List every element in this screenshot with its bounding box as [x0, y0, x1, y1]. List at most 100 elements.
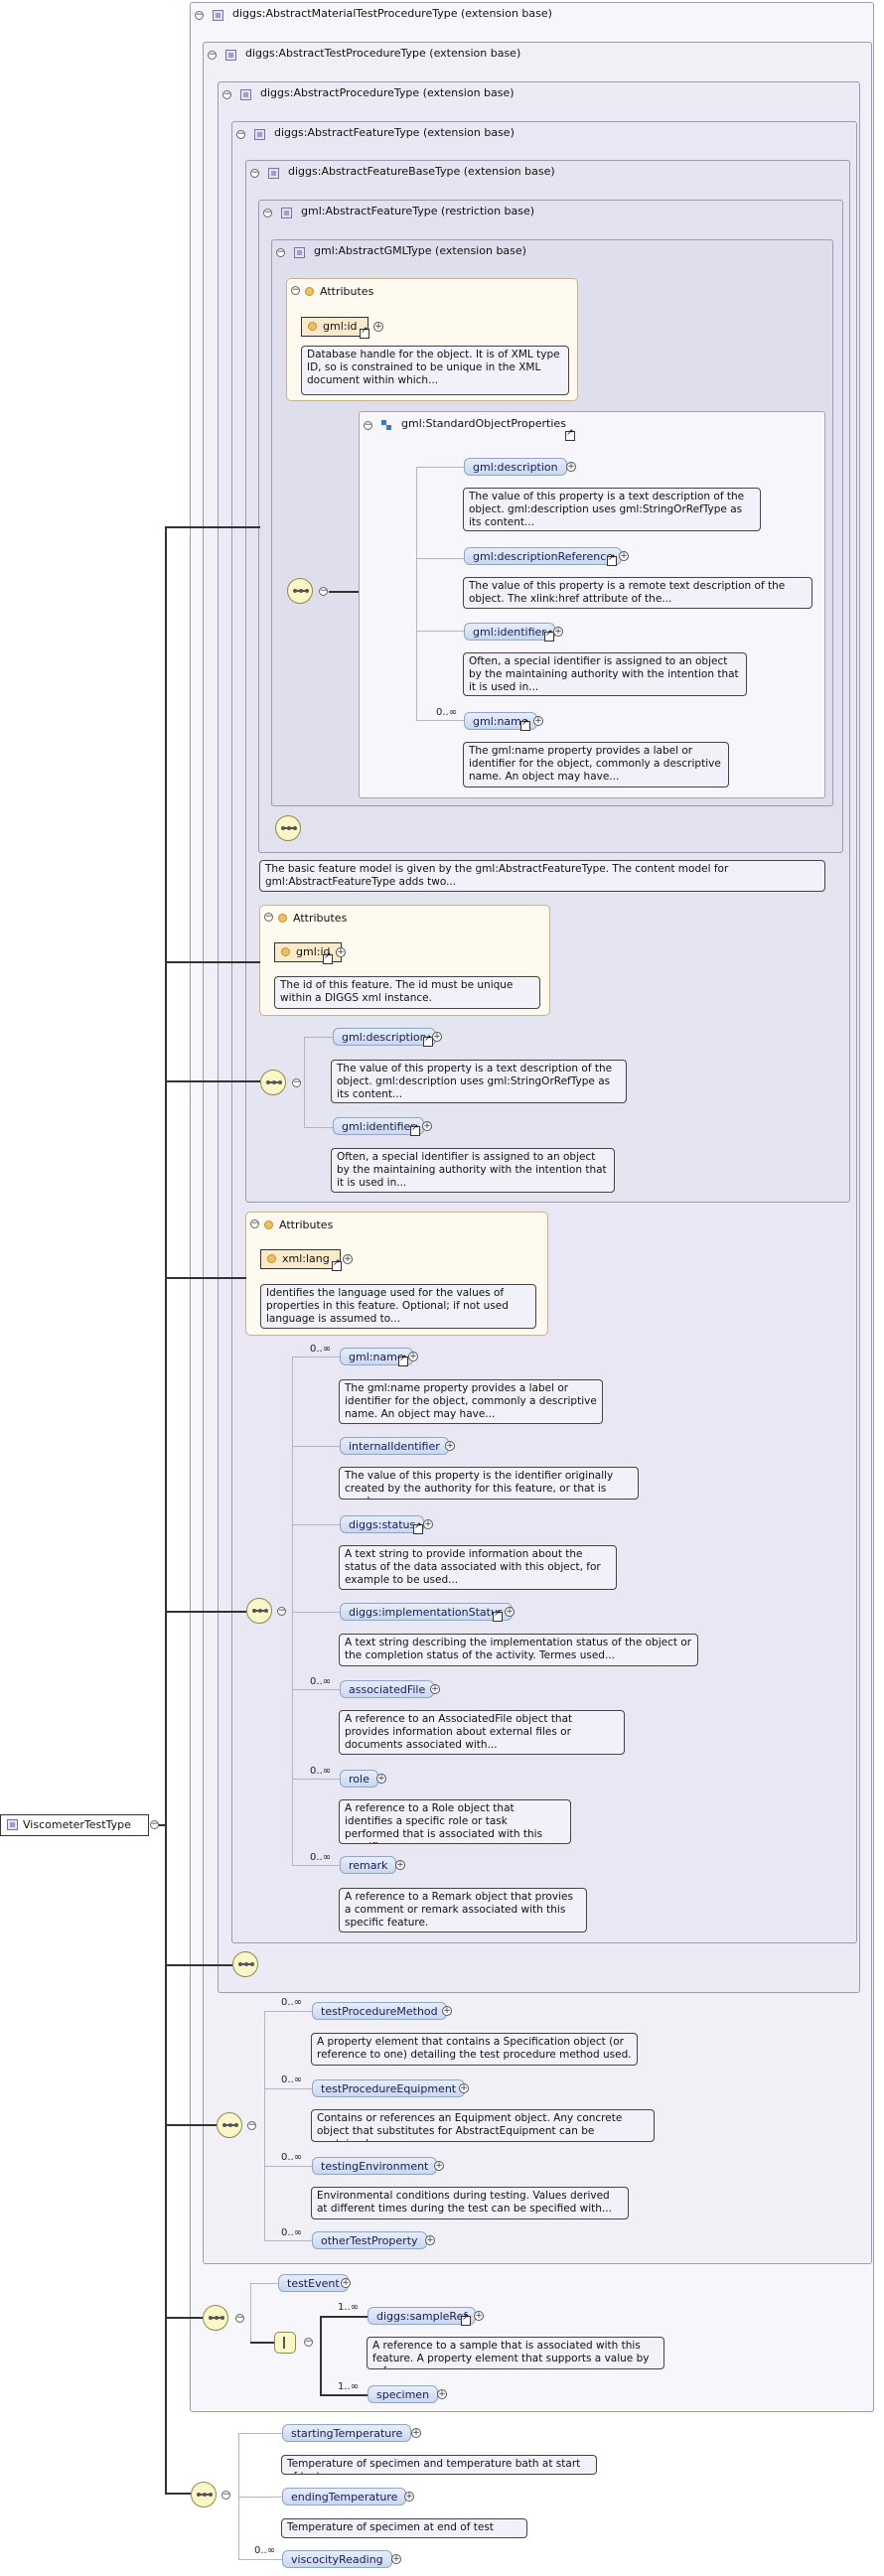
- element-testing-environment[interactable]: testingEnvironment: [312, 2157, 438, 2175]
- sequence-icon[interactable]: [275, 815, 301, 841]
- collapse-toggle[interactable]: −: [150, 1819, 159, 1829]
- choice-icon[interactable]: [274, 2332, 296, 2354]
- collapse-toggle[interactable]: −: [236, 129, 245, 139]
- expand-icon[interactable]: +: [474, 2311, 484, 2321]
- element-diggs-implementation-status[interactable]: diggs:implementationStatus: [340, 1603, 513, 1621]
- element-ending-temperature[interactable]: endingTemperature: [282, 2488, 407, 2505]
- connector: [292, 1689, 340, 1690]
- attribute-gml-id[interactable]: gml:id: [301, 317, 368, 337]
- sequence-icon[interactable]: [232, 1951, 258, 1977]
- sequence-icon[interactable]: [191, 2482, 217, 2507]
- reference-icon: [413, 1521, 423, 1534]
- expand-icon[interactable]: +: [336, 947, 346, 957]
- connector: [238, 2433, 282, 2434]
- connector: [304, 1127, 334, 1128]
- expand-icon[interactable]: +: [341, 2278, 351, 2288]
- attributes-group: − Attributes gml:id + Database handle fo…: [286, 278, 578, 401]
- collapse-toggle[interactable]: −: [250, 168, 259, 178]
- element-specimen[interactable]: specimen: [368, 2385, 439, 2403]
- element-role[interactable]: role: [340, 1770, 378, 1788]
- collapse-toggle[interactable]: −: [276, 247, 285, 257]
- expand-icon[interactable]: +: [432, 1032, 442, 1042]
- element-description: Often, a special identifier is assigned …: [463, 652, 747, 696]
- element-diggs-status[interactable]: diggs:status: [340, 1515, 425, 1533]
- root-type-viscometer-test-type[interactable]: ViscometerTestType: [0, 1814, 149, 1836]
- element-remark[interactable]: remark: [340, 1856, 397, 1874]
- expand-icon[interactable]: +: [437, 2389, 447, 2399]
- expand-icon[interactable]: +: [404, 2492, 414, 2502]
- sequence-icon[interactable]: [260, 1070, 286, 1095]
- expand-icon[interactable]: +: [445, 1441, 455, 1451]
- connector: [416, 467, 464, 468]
- expand-icon[interactable]: +: [553, 627, 563, 637]
- expand-icon[interactable]: +: [395, 1860, 405, 1870]
- element-associated-file[interactable]: associatedFile: [340, 1680, 435, 1698]
- box-title: diggs:AbstractMaterialTestProcedureType …: [232, 7, 552, 20]
- expand-icon[interactable]: +: [430, 1684, 440, 1694]
- element-test-event[interactable]: testEvent: [278, 2274, 349, 2292]
- collapse-toggle[interactable]: −: [250, 1218, 259, 1228]
- collapse-toggle[interactable]: −: [247, 2120, 256, 2130]
- collapse-toggle[interactable]: −: [235, 2313, 244, 2323]
- collapse-toggle[interactable]: −: [221, 2490, 230, 2500]
- expand-icon[interactable]: +: [533, 716, 543, 726]
- sequence-icon[interactable]: [203, 2305, 228, 2331]
- expand-icon[interactable]: +: [434, 2161, 444, 2171]
- element-gml-description-reference[interactable]: gml:descriptionReference: [464, 547, 623, 565]
- expand-icon[interactable]: +: [376, 1774, 386, 1784]
- element-gml-name[interactable]: gml:name: [464, 712, 537, 730]
- multiplicity: 0..∞: [310, 1676, 332, 1687]
- multiplicity: 0..∞: [254, 2545, 276, 2556]
- reference-icon: [565, 428, 575, 441]
- collapse-toggle[interactable]: −: [208, 50, 217, 60]
- sequence-icon[interactable]: [246, 1598, 272, 1624]
- element-gml-identifier[interactable]: gml:identifier: [464, 623, 555, 641]
- element-gml-name[interactable]: gml:name: [340, 1348, 413, 1365]
- connector: [165, 526, 167, 2493]
- collapse-toggle[interactable]: −: [195, 10, 204, 20]
- expand-icon[interactable]: +: [459, 2083, 469, 2093]
- expand-icon[interactable]: +: [566, 462, 576, 472]
- collapse-toggle[interactable]: −: [264, 912, 273, 922]
- collapse-toggle[interactable]: −: [222, 89, 231, 99]
- collapse-toggle[interactable]: −: [277, 1606, 286, 1616]
- connector: [292, 1524, 340, 1525]
- collapse-toggle[interactable]: −: [291, 285, 300, 295]
- expand-icon[interactable]: +: [425, 2235, 435, 2245]
- collapse-toggle[interactable]: −: [319, 586, 328, 596]
- attribute-xml-lang[interactable]: xml:lang: [260, 1249, 341, 1269]
- sequence-icon[interactable]: [287, 578, 313, 604]
- sequence-icon[interactable]: [217, 2112, 242, 2138]
- expand-icon[interactable]: +: [343, 1254, 353, 1264]
- element-description: Temperature of specimen and temperature …: [281, 2455, 597, 2475]
- connector: [292, 1865, 340, 1866]
- connector: [238, 2497, 282, 2498]
- expand-icon[interactable]: +: [408, 1352, 418, 1361]
- element-internal-identifier[interactable]: internalIdentifier: [340, 1437, 449, 1455]
- element-gml-identifier[interactable]: gml:identifier: [333, 1117, 424, 1135]
- element-diggs-sample-ref[interactable]: diggs:sampleRef: [368, 2307, 477, 2325]
- collapse-toggle[interactable]: −: [292, 1077, 301, 1087]
- attribute-description: Identifies the language used for the val…: [260, 1284, 536, 1329]
- element-gml-description[interactable]: gml:description: [464, 458, 567, 476]
- expand-icon[interactable]: +: [505, 1607, 515, 1617]
- element-test-procedure-method[interactable]: testProcedureMethod: [312, 2002, 447, 2020]
- element-gml-description[interactable]: gml:description: [333, 1028, 436, 1046]
- connector: [292, 1357, 293, 1865]
- attribute-description: Database handle for the object. It is of…: [301, 346, 569, 395]
- complex-type-icon: [7, 1819, 18, 1830]
- element-test-procedure-equipment[interactable]: testProcedureEquipment: [312, 2079, 466, 2097]
- expand-icon[interactable]: +: [373, 322, 383, 332]
- collapse-toggle[interactable]: −: [364, 420, 372, 430]
- collapse-toggle[interactable]: −: [304, 2337, 313, 2347]
- expand-icon[interactable]: +: [619, 551, 629, 561]
- expand-icon[interactable]: +: [423, 1519, 433, 1529]
- expand-icon[interactable]: +: [442, 2006, 452, 2016]
- collapse-toggle[interactable]: −: [263, 208, 272, 217]
- element-starting-temperature[interactable]: startingTemperature: [282, 2424, 412, 2442]
- element-other-test-property[interactable]: otherTestProperty: [312, 2231, 427, 2249]
- expand-icon[interactable]: +: [411, 2428, 421, 2438]
- expand-icon[interactable]: +: [422, 1121, 432, 1131]
- expand-icon[interactable]: +: [391, 2554, 401, 2564]
- element-viscocity-reading[interactable]: viscocityReading: [282, 2550, 392, 2568]
